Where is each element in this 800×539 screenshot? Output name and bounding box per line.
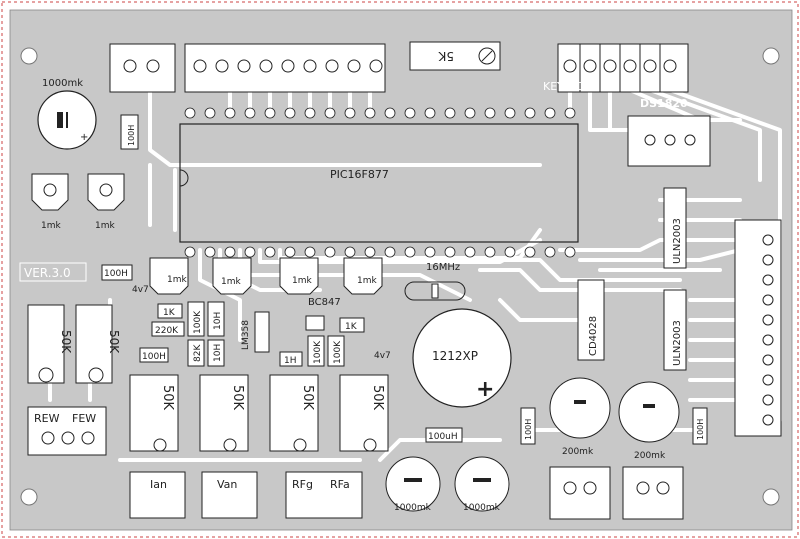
connector-rew-few: REW FEW (27, 406, 107, 456)
cap-1000mk-top: + 1000mk (37, 78, 97, 150)
pot-label: 50K (160, 385, 175, 411)
resistor-label: 10H (213, 344, 223, 362)
rfa-label: RFa (330, 478, 350, 491)
inductor-label: 100H (524, 419, 533, 440)
inductor-100h-top: 100H (120, 114, 139, 150)
resistor-cluster: 1K 220K 100H 100K 10H 82K 10H LM358 BC84… (139, 297, 391, 367)
resistor-label: 1K (345, 322, 358, 332)
inductor-label: 100H (127, 125, 136, 146)
connector-bottom-right (549, 466, 684, 520)
cap-label: 1000mk (463, 503, 501, 513)
cap-1mk-label: 1mk (95, 221, 115, 231)
inductor-100h-left: 100H (101, 264, 133, 281)
transistor-label: BC847 (308, 297, 341, 308)
crystal-label: 16MHz (426, 262, 460, 273)
caps-1000mk-bottom: 1000mk 1000mk (385, 456, 510, 513)
van-label: Van (217, 478, 237, 491)
cap-label: 200mk (562, 447, 594, 457)
pot-label: 50K (107, 330, 121, 354)
inductor-label: 100H (104, 269, 128, 279)
version-badge: VER.3.0 (19, 262, 87, 282)
rfg-label: RFg (292, 478, 313, 491)
inductor-label: 100H (696, 419, 705, 440)
pot-label: 50K (370, 385, 385, 411)
pots-left: 50K 50K (27, 304, 121, 384)
resistor-label: 220K (155, 326, 179, 336)
cd4028-label: CD4028 (588, 316, 599, 356)
zener-label-left: 4v7 (132, 285, 149, 295)
inductor-100uh: 100uH (425, 427, 463, 443)
svg-text:+: + (80, 132, 88, 143)
resistor-label: 1H (284, 356, 297, 366)
zener-label-right: 4v7 (374, 351, 391, 361)
inductor-label: 100H (142, 352, 166, 362)
pot-label: 50K (230, 385, 245, 411)
keypad-connector: KEYPAD (543, 43, 689, 93)
cap-label: 200mk (634, 451, 666, 461)
mcu-label: PIC16F877 (330, 168, 389, 181)
mounting-holes (20, 47, 780, 506)
keypad-label: KEYPAD (543, 80, 586, 93)
cap-1212-label: 1212XP (432, 349, 478, 363)
cap-1mk-label: 1mk (221, 277, 241, 287)
ds1820-sensor: DS1820 (627, 97, 711, 167)
resistor-label: 1K (163, 308, 176, 318)
connector-bottom: Ian Van RFg RFa (129, 471, 363, 519)
cap-1mk-label: 1mk (292, 276, 312, 286)
cap-1mk-mid: 1mk 1mk 1mk 1mk (149, 257, 383, 295)
cap-label: 1000mk (42, 78, 83, 89)
lcd-label: LCD (188, 80, 210, 93)
few-label: FEW (72, 412, 96, 425)
resistor-label: 10H (213, 312, 223, 330)
mcu-pic16f877: PIC16F877 (179, 107, 579, 258)
ic-uln2003-b: ULN2003 (663, 289, 687, 371)
uln-label: ULN2003 (672, 320, 683, 366)
ian-label: Ian (150, 478, 167, 491)
cap-label: 1000mk (394, 503, 432, 513)
svg-text:+: + (476, 377, 494, 402)
lcd-connector: LCD (109, 43, 386, 93)
ic-uln2003-a: ULN2003 (663, 187, 687, 269)
resistor-label: 100K (193, 310, 203, 334)
cap-1mk-label: 1mk (357, 276, 377, 286)
pot-label: 50K (300, 385, 315, 411)
crystal-16mhz: 16MHz (404, 262, 466, 301)
trimmer-label: 5K (437, 49, 454, 63)
sensor-label: DS1820 (640, 97, 688, 110)
inductor-label: 100uH (428, 432, 458, 442)
uln-label: ULN2003 (672, 218, 683, 264)
pot-label: 50K (59, 330, 73, 354)
resistor-label: 100K (333, 340, 343, 364)
cap-1mk-label: 1mk (41, 221, 61, 231)
resistor-label: 100K (313, 340, 323, 364)
right-header (734, 219, 782, 437)
cap-1mk-label: 1mk (167, 275, 187, 285)
version-label: VER.3.0 (24, 266, 71, 280)
trimmer-5k: 5K (409, 41, 501, 71)
inductors-vertical: 100H 100H (520, 407, 708, 445)
rew-label: REW (34, 412, 60, 425)
caps-200mk: 200mk 200mk (549, 377, 680, 461)
cap-1212xp: 1212XP + (412, 308, 512, 408)
resistor-label: 82K (193, 344, 203, 362)
pots-row: 50K 50K 50K 50K (129, 374, 389, 452)
cap-1mk-left: 1mk 1mk (31, 173, 125, 231)
ic-cd4028: CD4028 (577, 279, 605, 361)
opamp-label: LM358 (241, 320, 251, 350)
